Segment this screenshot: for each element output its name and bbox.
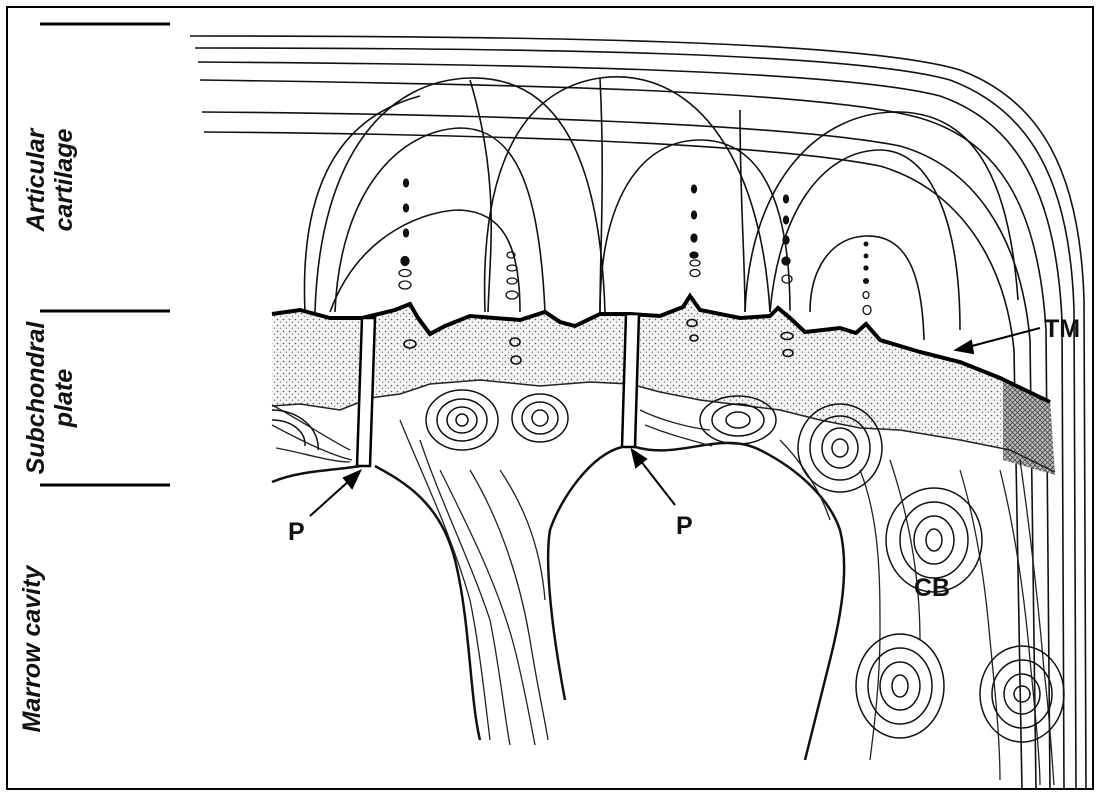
label-cancellous-bone: CB [914, 574, 950, 602]
arrow-pore-right [632, 450, 675, 505]
label-tidemark: TM [1044, 315, 1080, 343]
osteon-7 [980, 646, 1064, 742]
label-pore-left: P [288, 518, 305, 546]
osteons [272, 390, 1064, 742]
osteon-partial-left [272, 410, 318, 450]
osteon-6 [856, 634, 944, 738]
zone-divider-lines [40, 24, 170, 485]
osteon-2 [512, 394, 568, 442]
chondrocyte-columns [399, 179, 871, 315]
arrow-tidemark [956, 328, 1040, 353]
subchondral-plate [272, 300, 1055, 470]
osteon-1 [426, 390, 498, 450]
arrow-pore-left [310, 471, 360, 516]
label-pore-right: P [676, 512, 693, 540]
cancellous-bone [272, 443, 844, 760]
